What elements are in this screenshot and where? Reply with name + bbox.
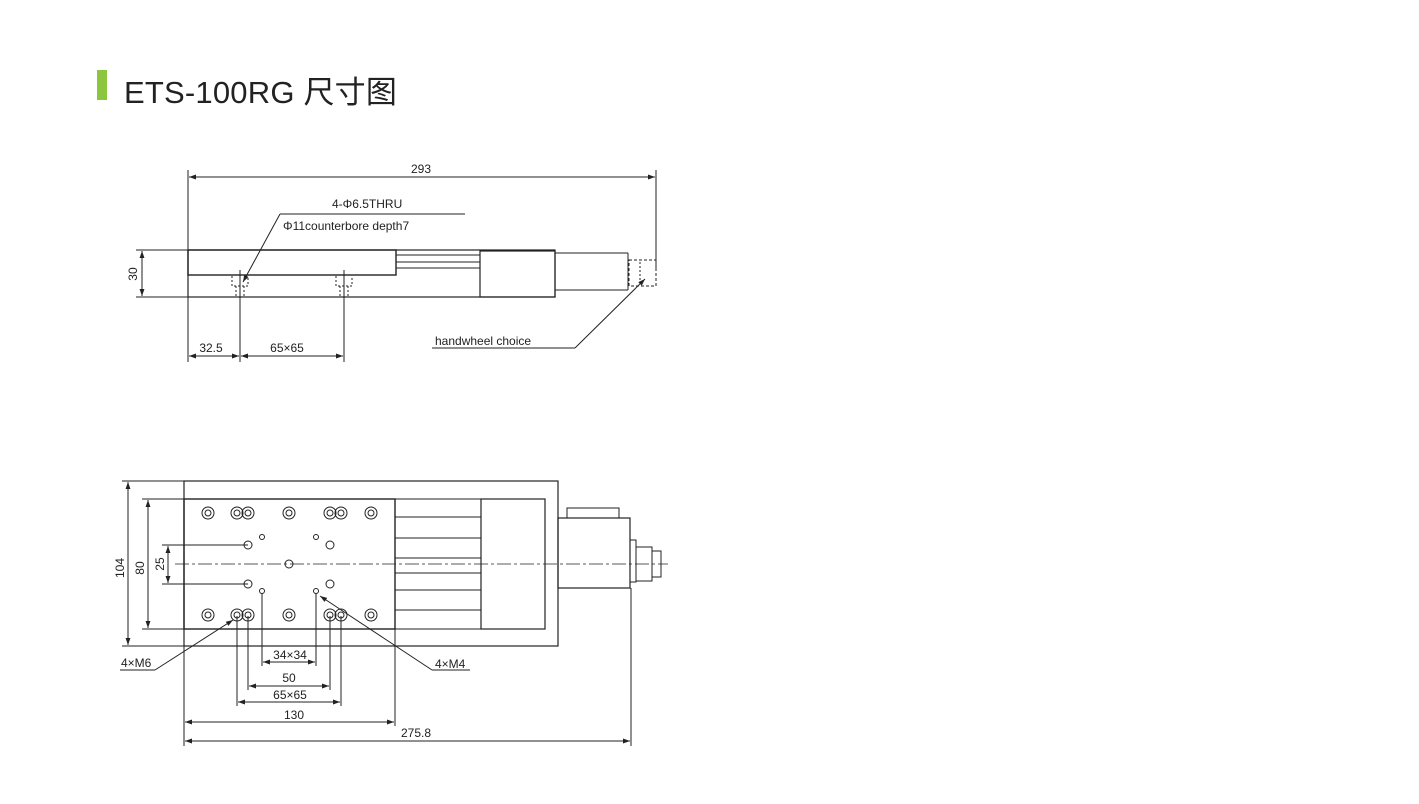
label-32-5: 32.5 [199,341,223,355]
label-65x65-side: 65×65 [270,341,304,355]
counterbore-hole [334,506,348,520]
counterbore-hole [323,506,337,520]
label-50: 50 [282,671,296,685]
counterbore-hole [201,506,215,520]
top-view [120,480,668,746]
small-hole [259,534,319,594]
top-holes [201,506,378,622]
counterbore-hole [364,506,378,520]
side-carriage [187,249,397,276]
top-motor-block [480,498,546,630]
dim-height-side [136,249,188,298]
title-accent-bar [97,70,107,100]
label-25: 25 [153,557,167,571]
label-4xM6: 4×M6 [121,656,152,670]
counterbore-hole [230,608,244,622]
label-65x65-top: 65×65 [273,688,307,702]
page-title: ETS-100RG 尺寸图 [124,75,398,110]
label-4xM4: 4×M4 [435,657,466,671]
counterbore-hole [323,608,337,622]
counterbore-hole [282,506,296,520]
handwheel-label: handwheel choice [435,334,531,348]
counterbore-hole [334,608,348,622]
counterbore-hole [201,608,215,622]
label-275-8: 275.8 [401,726,431,740]
side-view [136,170,657,362]
label-30: 30 [126,267,140,281]
counterbore-hole [241,506,255,520]
label-80: 80 [133,561,147,575]
counterbore-hole [230,506,244,520]
hole-callout-leader [242,213,465,283]
hole-callout-line1: 4-Φ6.5THRU [332,197,402,211]
label-34x34: 34×34 [273,648,307,662]
side-base [187,249,556,298]
handwheel-leader [432,278,646,349]
counterbore-holes [231,276,353,297]
counterbore-hole [282,608,296,622]
label-293: 293 [411,162,431,176]
top-handwheel-housing [557,517,631,589]
label-104: 104 [113,558,127,578]
side-motor-block [479,250,556,298]
counterbore-hole [241,608,255,622]
hole-callout-line2: Φ11counterbore depth7 [283,219,409,233]
dim-overall-length-side [187,170,657,270]
tapped-hole [243,540,335,589]
handwheel-outline [628,259,657,287]
label-130: 130 [284,708,304,722]
counterbore-hole [364,608,378,622]
